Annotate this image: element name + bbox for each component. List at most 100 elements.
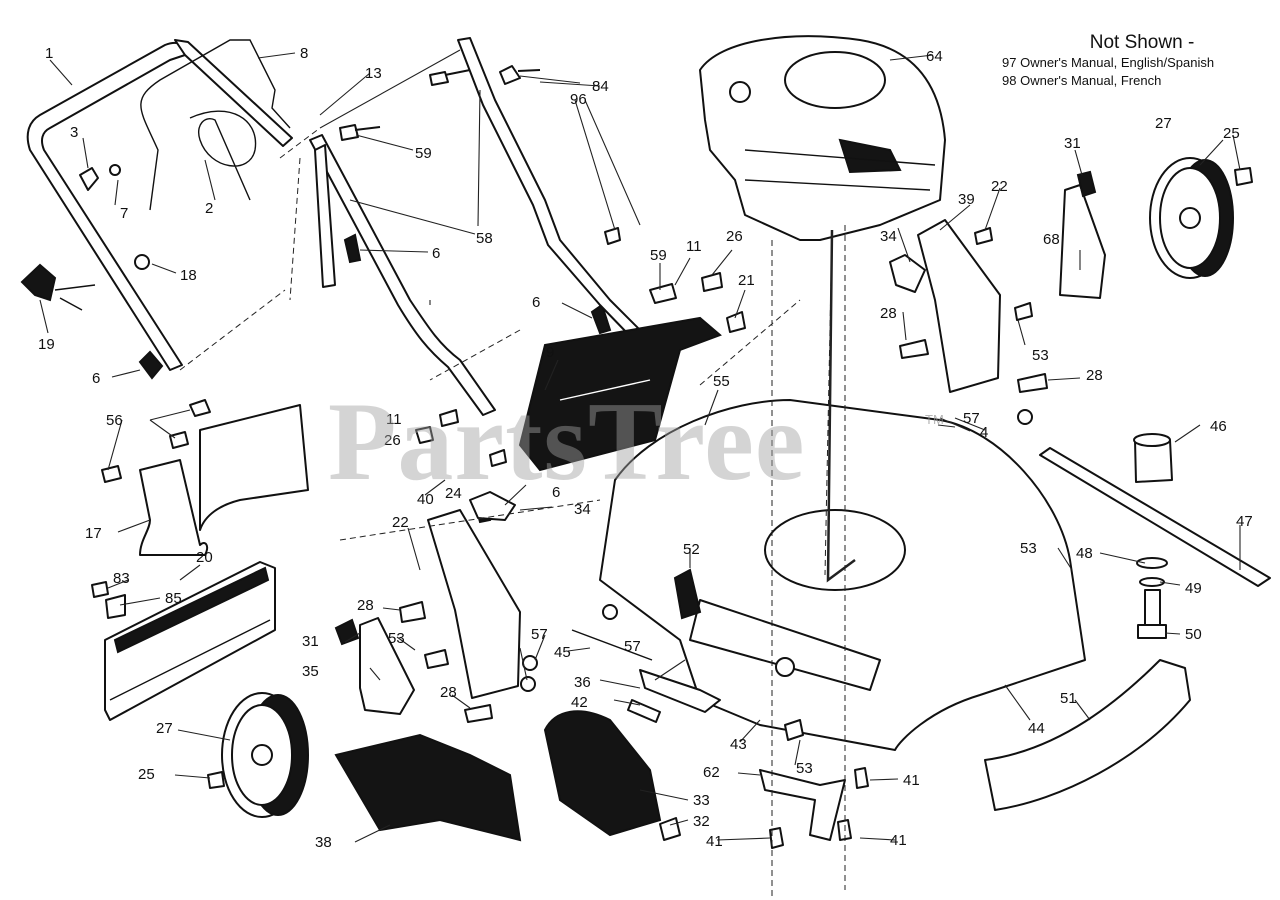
legend-item-description: Owner's Manual, English/Spanish xyxy=(1020,55,1215,70)
callout-number: 31 xyxy=(302,633,319,650)
callout-number: 39 xyxy=(958,191,975,208)
callout-number: 43 xyxy=(730,736,747,753)
control-bail xyxy=(140,39,291,211)
callout-number: 36 xyxy=(574,674,591,691)
wing-knob xyxy=(138,350,164,380)
wheel-front-left[interactable] xyxy=(221,692,309,818)
callout-number: 28 xyxy=(1086,367,1103,384)
side-skirt[interactable] xyxy=(334,733,522,842)
height-adjuster-right[interactable] xyxy=(917,219,1001,393)
callout-number: 20 xyxy=(196,549,213,566)
callout-number: 48 xyxy=(1076,545,1093,562)
callout-number: 53 xyxy=(1020,540,1037,557)
callout-number: 22 xyxy=(392,514,409,531)
callout-number: 57 xyxy=(531,626,548,643)
callout-number: 38 xyxy=(315,834,332,851)
callout-number: 6 xyxy=(92,370,100,387)
callout-number: 18 xyxy=(180,267,197,284)
callout-number: 35 xyxy=(302,663,319,680)
callout-number: 53 xyxy=(388,630,405,647)
callout-number: 53 xyxy=(796,760,813,777)
callout-number: 49 xyxy=(1185,580,1202,597)
height-adjuster-left[interactable] xyxy=(427,509,521,699)
callout-number: 2 xyxy=(205,200,213,217)
callout-number: 41 xyxy=(706,833,723,850)
discharge-door[interactable] xyxy=(543,710,662,837)
callout-number: 56 xyxy=(106,412,123,429)
callout-number: 28 xyxy=(357,597,374,614)
callout-number: 28 xyxy=(440,684,457,701)
blade[interactable] xyxy=(1039,447,1271,587)
callout-number: 83 xyxy=(113,570,130,587)
callout-number: 51 xyxy=(1060,690,1077,707)
callout-number: 57 xyxy=(624,638,641,655)
discharge-chute[interactable] xyxy=(199,404,309,531)
callout-number: 27 xyxy=(1155,115,1172,132)
callout-number: 1 xyxy=(45,45,53,62)
legend-item: 97 Owner's Manual, English/Spanish xyxy=(1002,54,1262,72)
callout-number: 42 xyxy=(571,694,588,711)
callout-number: 50 xyxy=(1185,626,1202,643)
callout-number: 84 xyxy=(592,78,609,95)
callout-number: 22 xyxy=(991,178,1008,195)
callout-number: 57 xyxy=(963,410,980,427)
callout-number: 52 xyxy=(683,541,700,558)
callout-number: 25 xyxy=(138,766,155,783)
rear-door[interactable] xyxy=(104,561,276,721)
legend-title: Not Shown - xyxy=(1089,32,1195,53)
callout-number: 24 xyxy=(445,485,462,502)
callout-number: 96 xyxy=(570,91,587,108)
callout-number: 55 xyxy=(713,373,730,390)
callout-number: 45 xyxy=(554,644,571,661)
wheel-rear-right[interactable] xyxy=(1149,157,1234,279)
mulch-plug[interactable] xyxy=(139,459,209,556)
callout-number: 34 xyxy=(574,501,591,518)
handle-knob xyxy=(20,263,57,302)
callout-number: 6 xyxy=(532,294,540,311)
callout-number: 6 xyxy=(552,484,560,501)
mower-deck[interactable] xyxy=(599,399,1086,751)
callout-number: 26 xyxy=(726,228,743,245)
callout-number: 68 xyxy=(1043,231,1060,248)
callout-number: 64 xyxy=(926,48,943,65)
callout-number: 62 xyxy=(703,764,720,781)
legend-item-number: 97 xyxy=(1002,55,1017,70)
not-shown-legend: Not Shown - 97 Owner's Manual, English/S… xyxy=(1002,32,1262,90)
legend-item-description: Owner's Manual, French xyxy=(1020,73,1162,88)
legend-item: 98 Owner's Manual, French xyxy=(1002,72,1262,90)
callout-number: 6 xyxy=(432,245,440,262)
callout-number: 11 xyxy=(686,238,702,255)
callout-number: 31 xyxy=(1064,135,1081,152)
control-cable xyxy=(189,110,257,201)
callout-number: 32 xyxy=(693,813,710,830)
callout-labels: 1234666678911111317181920212222242525262… xyxy=(38,45,1253,851)
callout-number: 25 xyxy=(1223,125,1240,142)
callout-number: 53 xyxy=(1032,347,1049,364)
callout-number: 47 xyxy=(1236,513,1253,530)
callout-number: 4 xyxy=(980,424,988,441)
callout-number: 3 xyxy=(70,124,78,141)
callout-number: 33 xyxy=(693,792,710,809)
engine[interactable] xyxy=(699,35,946,241)
callout-number: 13 xyxy=(365,65,382,82)
callout-number: 40 xyxy=(417,491,434,508)
upper-handle[interactable] xyxy=(26,39,293,371)
legend-item-number: 98 xyxy=(1002,73,1017,88)
front-bumper[interactable] xyxy=(984,659,1191,811)
callout-number: 19 xyxy=(38,336,55,353)
callout-number: 41 xyxy=(890,832,907,849)
callout-number: 85 xyxy=(165,590,182,607)
rear-flap[interactable] xyxy=(518,316,722,472)
callout-number: 34 xyxy=(880,228,897,245)
callout-number: 28 xyxy=(880,305,897,322)
callout-number: 9 xyxy=(546,344,554,361)
callout-number: 27 xyxy=(156,720,173,737)
callout-number: 41 xyxy=(903,772,920,789)
watermark-trademark: TM xyxy=(925,412,944,427)
callout-number: 26 xyxy=(384,432,401,449)
leader-lines xyxy=(39,49,1241,900)
callout-number: 59 xyxy=(650,247,667,264)
callout-number: 8 xyxy=(300,45,308,62)
